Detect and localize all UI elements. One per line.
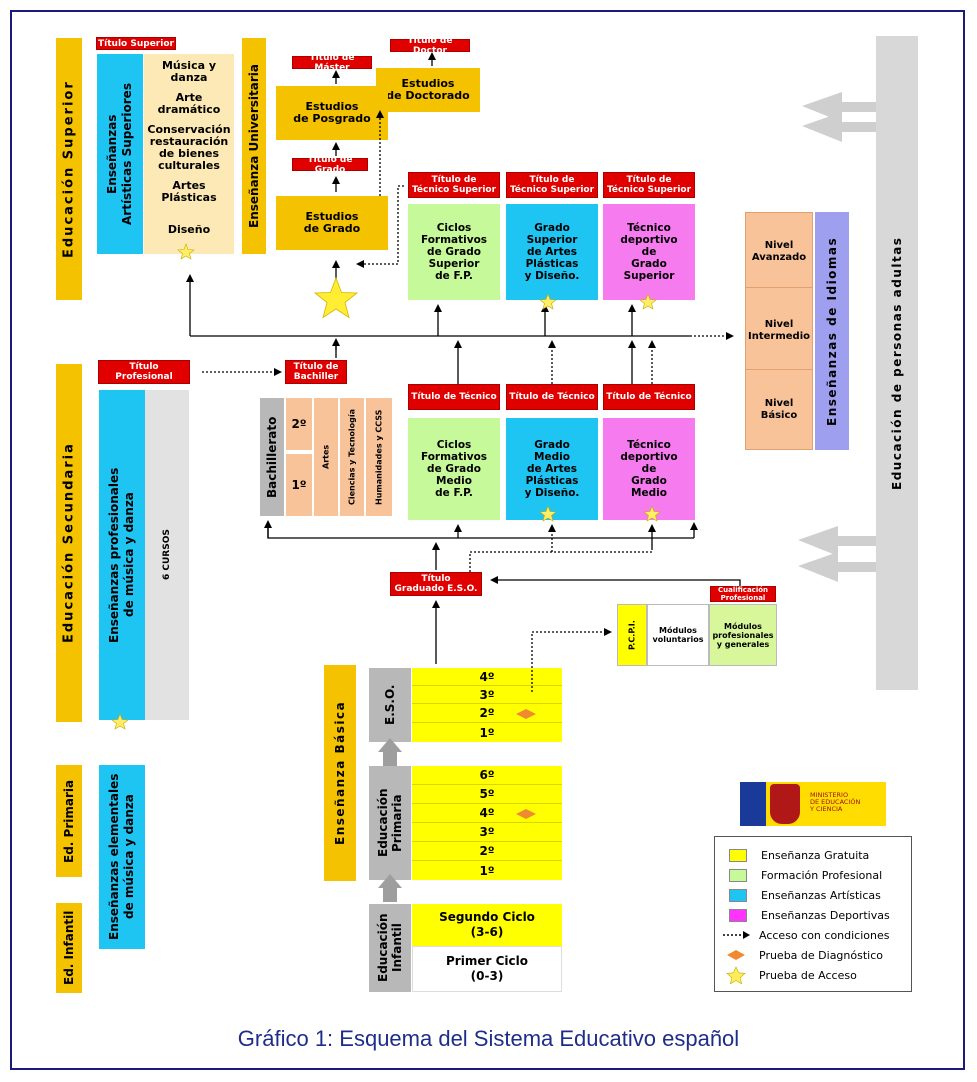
- ministerio-text: MINISTERIO DE EDUCACIÓN Y CIENCIA: [810, 791, 861, 813]
- ministerio-flag-stripe: [740, 782, 766, 826]
- primaria-bar: Educación Primaria: [369, 766, 411, 880]
- pcpi-modulos-profesionales: Módulos profesionales y generales: [709, 604, 777, 666]
- eso-year-2: 2º: [412, 704, 562, 723]
- legend-box: Enseñanza Gratuita Formación Profesional…: [714, 836, 912, 992]
- legend-label: Formación Profesional: [761, 868, 883, 882]
- idiomas-nivel-intermedio: Nivel Intermedio: [745, 292, 813, 370]
- section-educacion-adultos: Educación de personas adultas: [876, 36, 918, 690]
- legend-item-fp: Formación Profesional: [715, 865, 882, 885]
- idiomas-nivel-basico: Nivel Básico: [760, 398, 798, 421]
- titulo-superior-label: Título Superior: [96, 37, 176, 50]
- titulo-bachiller-label: Título de Bachiller: [285, 360, 347, 384]
- modalidad-artes: Artes: [314, 398, 338, 516]
- titulo-graduado-eso-label: Título Graduado E.S.O.: [390, 572, 482, 596]
- artisticas-item-arte-dramatico: Arte dramático: [157, 91, 221, 116]
- legend-item-artisticas: Enseñanzas Artísticas: [715, 885, 881, 905]
- primaria-year-5: 5º: [412, 785, 562, 804]
- tecnico-superior-label-fp: Título de Técnico Superior: [408, 172, 500, 198]
- diamond-icon: [727, 950, 745, 960]
- section-ed-primaria: Ed. Primaria: [56, 765, 82, 877]
- infantil-segundo-ciclo: Segundo Ciclo (3-6): [412, 904, 562, 946]
- artisticas-item-artes-plasticas: Artes Plásticas: [161, 179, 217, 204]
- eso-year-3: 3º: [412, 686, 562, 704]
- estudios-posgrado-box: Estudios de Posgrado: [276, 86, 388, 140]
- tecnico-superior-label-deportivo: Título de Técnico Superior: [603, 172, 695, 198]
- legend-label: Enseñanzas Deportivas: [761, 908, 890, 922]
- estudios-grado-box: Estudios de Grado: [276, 196, 388, 250]
- legend-label: Enseñanzas Artísticas: [761, 888, 881, 902]
- bachillerato-bar: Bachillerato: [260, 398, 284, 516]
- section-educacion-superior: Educación Superior: [56, 38, 82, 300]
- titulo-grado-label: Título de Grado: [292, 155, 368, 175]
- ensenanzas-elementales-bar: Enseñanzas elementales de música y danza: [99, 765, 145, 949]
- section-ed-infantil: Ed. Infantil: [56, 903, 82, 993]
- legend-label: Prueba de Diagnóstico: [759, 948, 883, 962]
- star-icon: [726, 966, 746, 984]
- bachillerato-year-2: 2º: [286, 398, 312, 450]
- tecnico-label-fp: Título de Técnico: [408, 384, 500, 410]
- ciclo-medio-fp-box: Ciclos Formativos de Grado Medio de F.P.: [408, 418, 500, 520]
- section-educacion-secundaria: Educación Secundaria: [56, 364, 82, 722]
- legend-swatch: [729, 848, 747, 862]
- bachillerato-year-1: 1º: [286, 454, 312, 516]
- primaria-year-4: 4º: [412, 804, 562, 823]
- ciclo-medio-deportivo-box: Técnico deportivo de Grado Medio: [603, 418, 695, 520]
- tecnico-superior-label-artes: Título de Técnico Superior: [506, 172, 598, 198]
- pcpi-modulos-voluntarios: Módulos voluntarios: [647, 604, 709, 666]
- modalidad-ciencias: Ciencias y Tecnología: [340, 398, 364, 516]
- section-ensenanza-universitaria: Enseñanza Universitaria: [242, 38, 266, 254]
- eso-year-4: 4º: [412, 668, 562, 686]
- legend-swatch: [729, 888, 747, 902]
- primaria-year-1: 1º: [479, 863, 495, 878]
- section-ensenanza-basica: Enseñanza Básica: [324, 665, 356, 881]
- ciclo-superior-fp-box: Ciclos Formativos de Grado Superior de F…: [408, 204, 500, 300]
- dotted-arrow-icon: [723, 931, 750, 939]
- idiomas-levels-column: [745, 212, 813, 450]
- legend-item-prueba-acceso: Prueba de Acceso: [715, 965, 857, 985]
- primaria-years-block: [412, 766, 562, 880]
- primaria-year-6: 6º: [412, 766, 562, 785]
- legend-swatch: [729, 908, 747, 922]
- legend-label: Enseñanza Gratuita: [761, 848, 870, 862]
- legend-item-deportivas: Enseñanzas Deportivas: [715, 905, 890, 925]
- ciclo-superior-artes-box: Grado Superior de Artes Plásticas y Dise…: [506, 204, 598, 300]
- legend-swatch: [729, 868, 747, 882]
- titulo-master-label: Título de Máster: [292, 53, 372, 73]
- eso-bar: E.S.O.: [369, 668, 411, 742]
- primaria-year-2: 2º: [412, 842, 562, 861]
- ciclo-superior-deportivo-box: Técnico deportivo de Grado Superior: [603, 204, 695, 300]
- titulo-profesional-label: Título Profesional: [98, 360, 190, 384]
- diagram-caption: Gráfico 1: Esquema del Sistema Educativo…: [237, 1026, 740, 1051]
- artisticas-item-diseno: Diseño: [167, 223, 211, 236]
- primaria-year-3: 3º: [412, 823, 562, 842]
- artisticas-item-musica: Música y danza: [161, 59, 217, 84]
- cualificacion-profesional-label: Cualificación Profesional: [710, 586, 776, 602]
- legend-item-acceso-condiciones: Acceso con condiciones: [715, 925, 890, 945]
- artisticas-superiores-bar: Enseñanzas Artísticas Superiores: [97, 54, 143, 254]
- titulo-doctor-label: Título de Doctor: [390, 36, 470, 56]
- estudios-doctorado-box: Estudios de Doctorado: [376, 68, 480, 112]
- ciclo-medio-artes-box: Grado Medio de Artes Plásticas y Diseño.: [506, 418, 598, 520]
- infantil-bar: Educación Infantil: [369, 904, 411, 992]
- legend-item-diagnostico: Prueba de Diagnóstico: [715, 945, 883, 965]
- legend-item-gratuita: Enseñanza Gratuita: [715, 845, 869, 865]
- musica-6-cursos: 6 CURSOS: [145, 390, 189, 720]
- artisticas-item-conservacion: Conservación restauración de bienes cult…: [147, 123, 231, 172]
- coat-of-arms-icon: [770, 784, 800, 824]
- musica-profesional-bar: Enseñanzas profesionales de música y dan…: [99, 390, 145, 720]
- artisticas-items-column: [144, 54, 234, 254]
- section-idiomas: Enseñanzas de Idiomas: [815, 212, 849, 450]
- tecnico-label-deportivo: Título de Técnico: [603, 384, 695, 410]
- idiomas-nivel-avanzado: Nivel Avanzado: [745, 216, 813, 288]
- legend-label: Prueba de Acceso: [759, 968, 857, 982]
- diagram-frame: [10, 10, 965, 1070]
- modalidad-humanidades: Humanidades y CCSS: [366, 398, 392, 516]
- infantil-primer-ciclo: Primer Ciclo (0-3): [412, 946, 562, 992]
- legend-label: Acceso con condiciones: [759, 928, 890, 942]
- tecnico-label-artes: Título de Técnico: [506, 384, 598, 410]
- pcpi-label: P.C.P.I.: [617, 604, 647, 666]
- eso-year-1: 1º: [479, 725, 495, 740]
